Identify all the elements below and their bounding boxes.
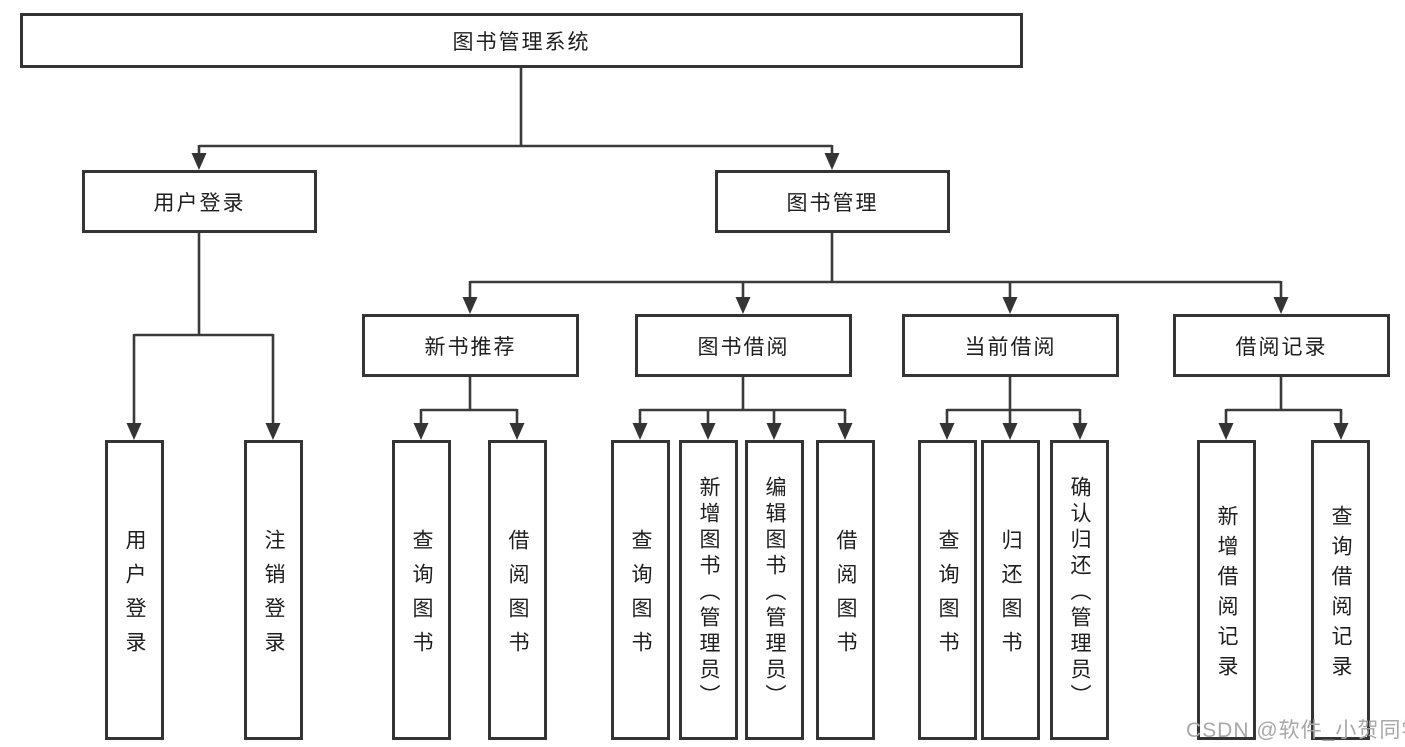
- node-leaf-confirm-return-admin: 确认归还（管理员）: [1050, 440, 1109, 740]
- node-book-management: 图书管理: [715, 170, 950, 233]
- node-leaf-user-login: 用户登录: [105, 440, 164, 740]
- node-leaf-query-borrow-record: 查询借阅记录: [1311, 440, 1370, 740]
- node-leaf-borrow-books: 借阅图书: [816, 440, 875, 740]
- node-book-borrow: 图书借阅: [635, 314, 852, 377]
- node-user-login: 用户登录: [82, 170, 317, 233]
- node-leaf-edit-book-admin: 编辑图书（管理员）: [745, 440, 804, 740]
- node-leaf-return-book: 归还图书: [981, 440, 1040, 740]
- node-leaf-add-book-admin: 新增图书（管理员）: [679, 440, 738, 740]
- watermark-text: CSDN @软件_小贺同学: [1186, 719, 1405, 742]
- node-current-borrow: 当前借阅: [902, 314, 1119, 377]
- node-leaf-query-books-recommend: 查询图书: [392, 440, 451, 740]
- node-root-system: 图书管理系统: [20, 13, 1023, 68]
- node-leaf-query-books-current: 查询图书: [918, 440, 977, 740]
- node-leaf-query-books-borrow: 查询图书: [611, 440, 670, 740]
- node-leaf-borrow-books-recommend: 借阅图书: [488, 440, 547, 740]
- node-borrow-records: 借阅记录: [1173, 314, 1390, 377]
- arrowheads: [126, 153, 1349, 440]
- node-new-book-recommend: 新书推荐: [362, 314, 579, 377]
- node-leaf-logout: 注销登录: [244, 440, 303, 740]
- node-leaf-add-borrow-record: 新增借阅记录: [1197, 440, 1256, 740]
